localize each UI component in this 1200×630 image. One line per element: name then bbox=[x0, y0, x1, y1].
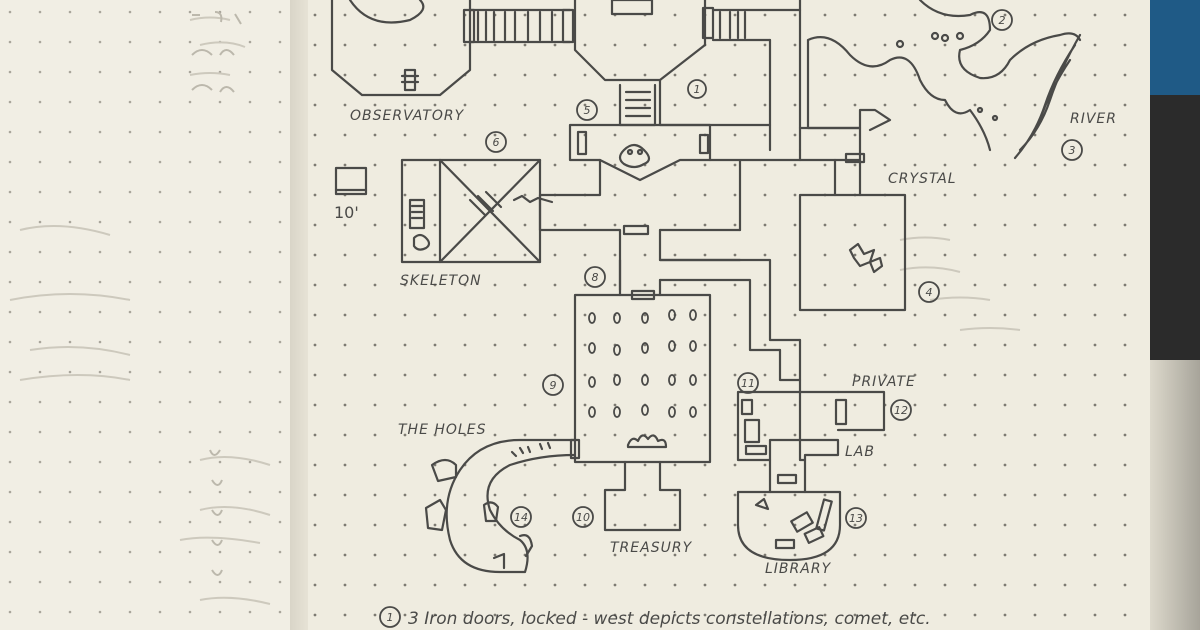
room-number-4: 4 bbox=[926, 286, 933, 299]
room-number-5: 5 bbox=[584, 104, 591, 117]
scale-box bbox=[334, 166, 368, 196]
dungeon-map bbox=[330, 0, 1082, 574]
background-mug bbox=[1150, 360, 1200, 630]
room-number-2: 2 bbox=[999, 14, 1006, 27]
hatched-door-1 bbox=[462, 8, 575, 44]
the-holes-cave bbox=[445, 438, 577, 574]
left-page-dots bbox=[0, 0, 308, 630]
river bbox=[1013, 33, 1082, 160]
room-number-12: 12 bbox=[894, 404, 908, 417]
label-the-holes: THE HOLES bbox=[398, 422, 486, 438]
room-number-13: 13 bbox=[849, 512, 863, 525]
note-line-1: 3 Iron doors, locked - west depicts cons… bbox=[408, 609, 931, 629]
label-crystal: CRYSTAL bbox=[888, 171, 957, 187]
room-12-private bbox=[836, 390, 886, 432]
label-private: PRIVATE bbox=[852, 374, 916, 390]
room-9 bbox=[573, 293, 712, 464]
shoreline bbox=[806, 36, 992, 152]
label-observatory: OBSERVATORY bbox=[350, 108, 465, 124]
room-10-treasury bbox=[603, 460, 682, 532]
label-library: LIBRARY bbox=[765, 561, 832, 577]
room-number-11: 11 bbox=[741, 377, 755, 390]
room-number-14: 14 bbox=[514, 511, 528, 524]
room-number-3: 3 bbox=[1069, 144, 1076, 157]
pillars bbox=[588, 309, 697, 418]
note-number-1: 1 bbox=[387, 611, 394, 624]
room-number-10: 10 bbox=[576, 511, 590, 524]
label-lab: LAB bbox=[845, 444, 875, 460]
room-5 bbox=[568, 123, 712, 182]
label-skeleton: SKELETON bbox=[400, 273, 482, 289]
room-number-1: 1 bbox=[694, 83, 701, 96]
room-1 bbox=[658, 38, 772, 127]
observatory-room bbox=[330, 0, 472, 97]
label-treasury: TREASURY bbox=[610, 540, 693, 556]
label-scale: 10' bbox=[334, 203, 359, 222]
room-number-texts: 1 2 3 4 5 6 7 8 9 10 11 12 13 14 1 bbox=[387, 14, 1076, 624]
label-river: RIVER bbox=[1070, 111, 1117, 127]
left-page-faint-scribbles bbox=[191, 11, 242, 576]
room-7 bbox=[798, 193, 907, 312]
room-number-6: 6 bbox=[493, 136, 500, 149]
room-number-markers bbox=[379, 9, 1083, 628]
map-labels: OBSERVATORY SKELETON CRYSTAL RIVER PRIVA… bbox=[334, 108, 1117, 577]
room-number-8: 8 bbox=[592, 271, 599, 284]
room-13-library bbox=[736, 490, 842, 562]
room-number-9: 9 bbox=[550, 379, 557, 392]
left-page-bleed bbox=[9, 16, 1021, 605]
